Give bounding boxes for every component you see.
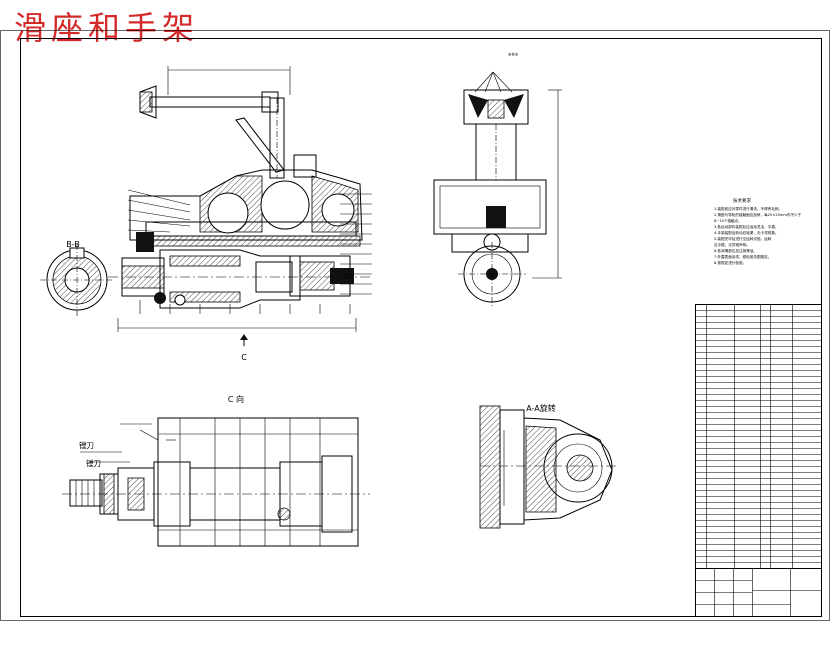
title-block — [695, 568, 822, 617]
main-section-view — [108, 66, 372, 346]
parts-list-table — [695, 304, 822, 569]
section-aa-label: A-A旋转 — [526, 403, 555, 413]
note-line: 8.按规定进行检验。 — [714, 260, 746, 265]
section-bb-label: B-B — [66, 240, 80, 249]
svg-text:※※※: ※※※ — [508, 52, 518, 57]
view-c-label: C 向 — [228, 394, 244, 404]
note-line: 1.装配前应对零件进行清洗，不得有毛刺。 — [714, 206, 782, 211]
side-view: ※※※ — [433, 52, 562, 306]
section-aa-view — [479, 405, 616, 529]
technical-notes: 技术要求 1.装配前应对零件进行清洗，不得有毛刺。 2.滑座与导轨的接触面应刮研… — [714, 197, 802, 265]
note-line: 7.外露表面涂漆，颜色按总图规定。 — [714, 254, 771, 259]
notes-heading: 技术要求 — [733, 197, 751, 204]
drawing-frame — [0, 30, 830, 621]
view-arrow-c-label: C — [241, 353, 247, 362]
note-line: 3.各运动部件装配后应运动灵活、平稳。 — [714, 224, 779, 229]
note-line: 应平稳，无异常声响。 — [714, 242, 750, 247]
view-c — [62, 417, 370, 547]
note-line: 2.滑座与导轨的接触面应刮研，每25×25mm内不少于 — [714, 212, 802, 217]
note-line: 8~10个接触点。 — [714, 218, 742, 223]
section-bb-view — [40, 244, 114, 316]
note-line: 5.装配完毕后进行空运转试验，运转 — [714, 236, 772, 241]
note-line: 4.手架装配后转动应轻便，无卡滞现象。 — [714, 230, 779, 235]
note-line: 6.各润滑部位加注润滑油。 — [714, 248, 757, 253]
tool-label-2: 镗刀 — [86, 458, 101, 468]
tool-label-1: 镗刀 — [79, 440, 94, 450]
